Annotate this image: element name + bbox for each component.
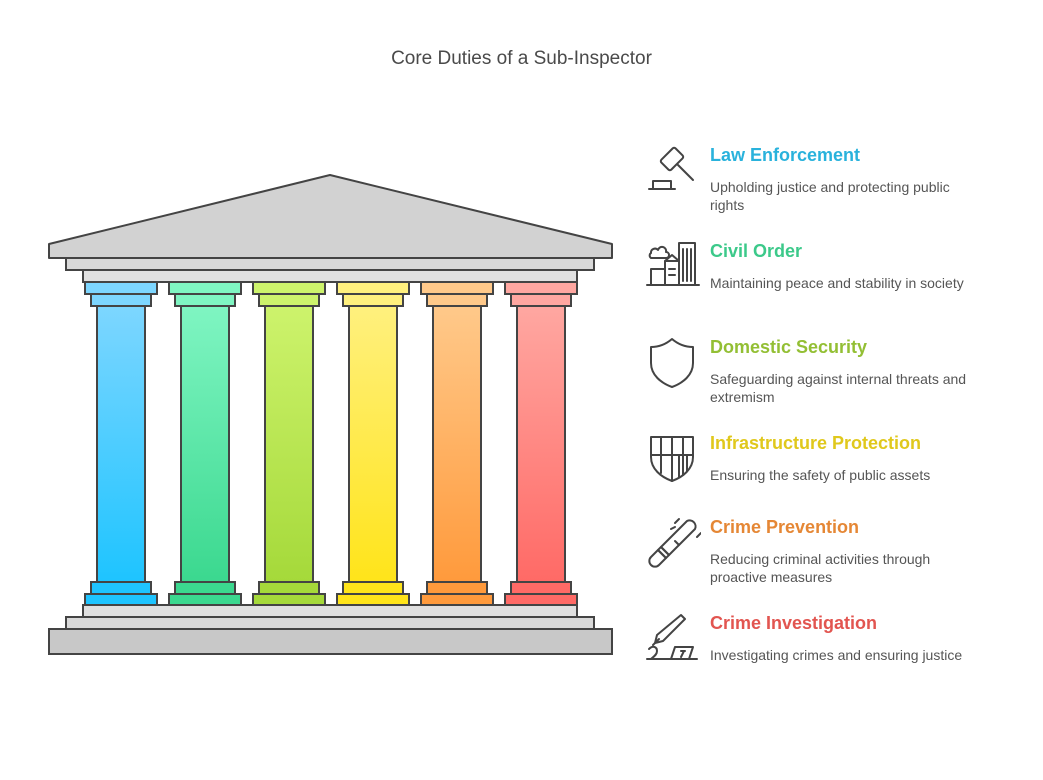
- temple-pillars: [84, 281, 578, 606]
- pillar-capital-top: [252, 281, 326, 295]
- pillar-base-bottom: [336, 593, 410, 606]
- pillar-shaft: [96, 305, 146, 583]
- duty-description: Upholding justice and protecting public …: [710, 179, 950, 213]
- pillar-capital-bottom: [90, 293, 152, 307]
- duty-description: Maintaining peace and stability in socie…: [710, 275, 964, 291]
- pillar-base-bottom: [168, 593, 242, 606]
- shield-icon: [650, 338, 694, 388]
- pillar-base-bottom: [252, 593, 326, 606]
- pillar-base-top: [174, 581, 236, 595]
- city-icon: [646, 242, 700, 286]
- duty-crime-prevention: Crime Prevention Reducing criminal activ…: [645, 517, 1025, 607]
- pillar-base-top: [258, 581, 320, 595]
- temple-entablature-lower: [82, 269, 578, 283]
- duty-heading: Law Enforcement: [710, 145, 861, 165]
- pillar-shaft: [516, 305, 566, 583]
- pillar-shaft: [180, 305, 230, 583]
- pillar-base-bottom: [504, 593, 578, 606]
- pillar-shaft: [348, 305, 398, 583]
- pillar-capital-bottom: [342, 293, 404, 307]
- pillar-capital-top: [84, 281, 158, 295]
- gavel-icon: [648, 146, 694, 190]
- pillar-capital-bottom: [258, 293, 320, 307]
- duty-heading: Crime Prevention: [710, 517, 860, 537]
- duty-heading: Domestic Security: [710, 337, 868, 357]
- pillar-capital-bottom: [174, 293, 236, 307]
- temple-base-middle: [65, 616, 595, 630]
- duty-infrastructure-protection: Infrastructure Protection Ensuring the s…: [645, 433, 1025, 523]
- pillar-capital-top: [336, 281, 410, 295]
- pillar-base-bottom: [420, 593, 494, 606]
- duty-description: Safeguarding against internal threats an…: [710, 371, 967, 405]
- duty-civil-order: Civil Order Maintaining peace and stabil…: [645, 241, 1025, 331]
- temple-entablature-upper: [65, 257, 595, 271]
- pillar-base-bottom: [84, 593, 158, 606]
- duty-heading: Infrastructure Protection: [710, 433, 922, 453]
- pillar-shaft: [264, 305, 314, 583]
- pillar-capital-bottom: [426, 293, 488, 307]
- duty-domestic-security: Domestic Security Safeguarding against i…: [645, 337, 1025, 427]
- temple-base-lower: [48, 628, 613, 655]
- duty-crime-investigation: Crime Investigation Investigating crimes…: [645, 613, 1025, 703]
- pillar-capital-top: [504, 281, 578, 295]
- diagram-title: Core Duties of a Sub-Inspector: [391, 48, 652, 69]
- evidence-knife-icon: [646, 614, 698, 660]
- pillar-base-top: [342, 581, 404, 595]
- duty-heading: Civil Order: [710, 241, 803, 261]
- pillar-capital-bottom: [510, 293, 572, 307]
- temple-base-upper: [82, 604, 578, 618]
- duty-law-enforcement: Law Enforcement Upholding justice and pr…: [645, 145, 1025, 235]
- duty-description: Reducing criminal activities through pro…: [710, 551, 931, 585]
- pillar-base-top: [510, 581, 572, 595]
- pillar-capital-top: [420, 281, 494, 295]
- duty-description: Ensuring the safety of public assets: [710, 467, 931, 483]
- duty-heading: Crime Investigation: [710, 613, 878, 633]
- duty-description: Investigating crimes and ensuring justic…: [710, 647, 963, 663]
- pillar-shaft: [432, 305, 482, 583]
- pillar-base-top: [426, 581, 488, 595]
- baton-icon: [648, 518, 701, 568]
- pillar-capital-top: [168, 281, 242, 295]
- temple-roof: [48, 174, 613, 259]
- temple-graphic: [48, 174, 613, 655]
- protected-shield-icon: [650, 436, 694, 482]
- pillar-base-top: [90, 581, 152, 595]
